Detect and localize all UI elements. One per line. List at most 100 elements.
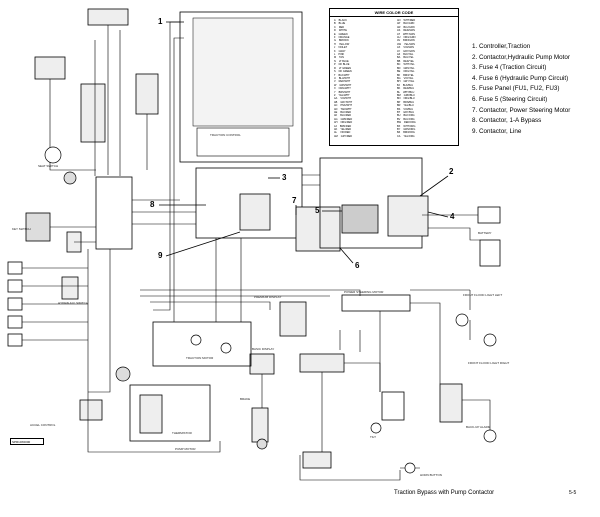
controller-label-plate [196,127,290,157]
key-switch-body [25,212,51,242]
connector-round-1 [63,171,77,185]
wire-color: ORG/YEL [403,70,415,74]
wire-color: RED/BLU [403,87,415,91]
legend-item: 8. Contactor, 1-A Bypass [472,117,542,125]
callout-8: 8 [150,200,155,209]
traction-control-label: TRACTION CONTROL [210,133,241,137]
wire-code: BZ [397,131,401,135]
wire-code: R [334,66,336,70]
page-number: 5-5 [569,490,577,496]
wire-color: RED/GRN [403,29,415,33]
traction-motor-box [152,321,252,367]
harness-top-left [94,25,121,176]
wire-code: AK [334,128,338,131]
wire-color: TAN/WHT [340,107,352,111]
wire-color: GRY/WHT [340,100,353,104]
wire-color: RED [338,25,345,29]
wire-code: C [334,25,336,29]
drawing-reference-code: SPR10X0000 [10,438,44,445]
wire-color: YEL/GRN [403,42,415,46]
wire-color: BLK/WHT [338,73,350,77]
harness-left-trunk [88,249,111,393]
wire-code: BJ [397,83,400,87]
wire-code: BG [397,76,401,80]
callout-4: 4 [450,212,455,221]
wire-code: BP [397,100,401,104]
wire-color: ORG/RED [340,121,353,125]
hydraulic-switch-label: HYDRAULIC SWITCH [58,301,89,305]
wire-color: VIO/GRN [403,46,414,50]
wire-color: ORG/BLU [403,97,415,101]
harness-fuse-battery [422,214,480,241]
legend-item: 4. Fuse 6 (Hydraulic Pump Circuit) [472,74,569,82]
wire-color: BRN/WHT [338,90,351,94]
wire-code: AH [334,121,338,125]
connector-top-left [87,8,129,26]
legend-item: 9. Contactor, Line [472,127,522,135]
wire-code: CA [397,134,401,138]
wire-code: BA [397,56,401,60]
wire-code: M [334,56,337,60]
power-steering-motor-label: POWER STEERING MOTOR [344,290,384,294]
callout-9: 9 [158,251,163,260]
flood-light-right-icon [483,333,497,347]
tilt-sensor-icon [483,429,497,443]
wire-code: D [334,29,336,33]
wire-code: AS [397,29,401,33]
harness-switch-wires [22,267,88,341]
wire-color: BLU/RED [340,114,352,118]
harness-display-link [339,330,361,352]
motor-terminal-icon [220,342,232,354]
wire-color: DK BLUE [338,63,350,67]
wire-code: T [334,73,336,77]
wire-code: AJ [334,124,337,128]
wire-code: AA [334,97,338,101]
wire-color: LT BLUE [338,59,349,63]
wire-code: AF [334,114,338,118]
wire-color: GRY/YEL [403,80,415,84]
wire-color: BLU/ORG [403,117,415,121]
wire-color: LT GREEN [338,66,352,70]
tilt-sensor-label: TILT [370,435,376,439]
horn-button-label: HORN BUTTON [420,473,442,477]
wire-code: BF [397,73,401,77]
line-contactor [239,193,271,231]
basic-display [249,353,275,375]
controller-heatsink [192,17,294,127]
wire-color: GRN/YEL [403,66,415,70]
wire-code: X [334,87,336,91]
connector-left-2 [34,56,66,80]
motor-terminal-icon-2 [190,334,202,346]
wire-color: BLU/WHT [338,76,351,80]
key-switch-label: KEY SWITCH [12,227,31,231]
brake-label: BRAKE [240,397,251,401]
hydraulic-switch-connector [61,276,79,300]
wire-color: ORANGE [338,36,350,40]
wire-code: AT [397,32,401,36]
callout-2: 2 [449,167,454,176]
